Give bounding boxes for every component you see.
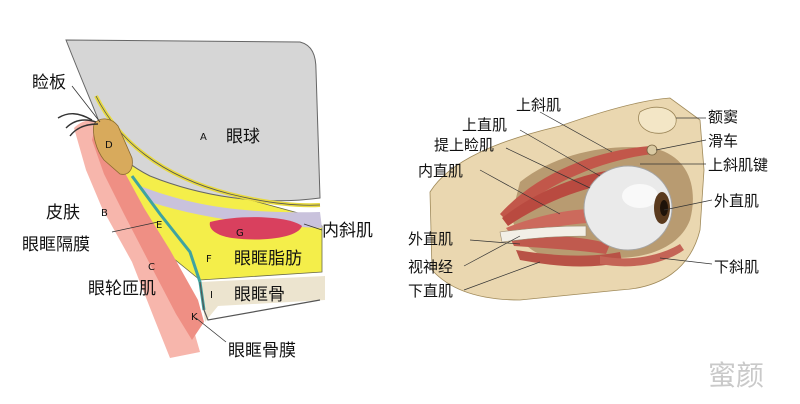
frontal-sinus-shape (638, 106, 677, 134)
label-inferior-rectus: 下直肌 (408, 282, 453, 300)
letter-i: I (210, 290, 213, 301)
eye-muscles-illustration: 上斜肌 上直肌 提上睑肌 内直肌 外直肌 视神经 下直肌 额窦 滑车 上斜肌键 … (408, 96, 768, 301)
lateral-rectus-muscle (510, 236, 610, 254)
label-lateral-rectus-right: 外直肌 (714, 192, 759, 210)
letter-f: F (206, 254, 212, 265)
label-inner-oblique: 内斜肌 (322, 221, 373, 241)
label-orbital-septum: 眼眶隔膜 (22, 235, 90, 255)
label-orbicularis: 眼轮匝肌 (88, 279, 156, 299)
letter-a: A (200, 132, 207, 143)
label-skin: 皮肤 (46, 203, 80, 223)
label-levator: 提上睑肌 (434, 136, 494, 154)
inferior-oblique-muscle (600, 244, 684, 267)
label-eyelid-plate: 睑板 (32, 73, 66, 93)
optic-nerve-shape (499, 225, 587, 243)
label-superior-rectus: 上直肌 (462, 116, 507, 134)
letter-g: G (236, 228, 244, 239)
label-trochlea: 滑车 (708, 132, 738, 150)
label-orbital-fat: 眼眶脂肪 (234, 249, 302, 269)
superior-oblique-muscle (500, 146, 652, 220)
lilac-band (140, 186, 322, 228)
label-superior-oblique-tendon: 上斜肌键 (708, 156, 768, 174)
orbicularis-region (92, 124, 204, 340)
muscle-g-region (209, 217, 302, 240)
letter-d: D (105, 140, 113, 151)
letter-c: C (148, 262, 155, 273)
letter-e: E (156, 220, 162, 231)
label-lateral-rectus-left: 外直肌 (408, 230, 453, 248)
trochlea-shape (646, 144, 658, 156)
eyelash (57, 113, 93, 121)
label-superior-oblique: 上斜肌 (516, 96, 561, 114)
label-orbital-bone: 眼眶骨 (234, 285, 285, 305)
tarsus-region (93, 118, 133, 175)
label-eyeball: 眼球 (226, 127, 260, 147)
inferior-rectus-muscle (516, 250, 622, 267)
letter-k: K (191, 312, 198, 323)
watermark-text: 蜜颜 (708, 359, 764, 392)
letter-b: B (101, 208, 108, 219)
label-periosteum: 眼眶骨膜 (228, 341, 296, 361)
label-frontal-sinus: 额窦 (708, 108, 738, 126)
orbit-cross-section: A B C D E F G I K 睑板 眼球 皮肤 眼眶隔膜 眼轮匝肌 内斜肌… (22, 39, 373, 361)
label-medial-rectus: 内直肌 (418, 162, 463, 180)
label-optic-nerve: 视神经 (408, 258, 453, 276)
label-inferior-oblique: 下斜肌 (714, 258, 759, 276)
orbital-bone-shape (200, 276, 325, 322)
periosteum-line (199, 281, 321, 321)
